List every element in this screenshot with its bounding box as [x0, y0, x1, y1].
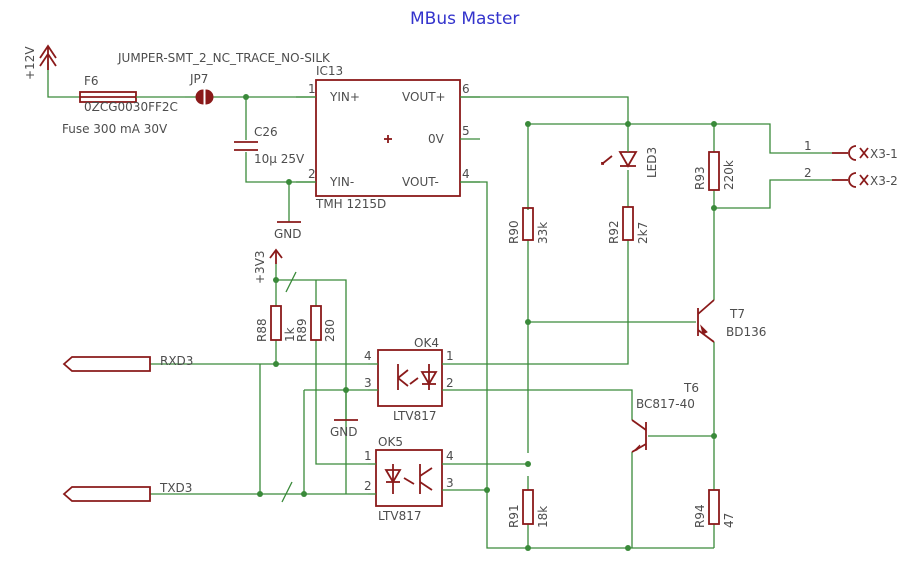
- ok5-pin-4: 4: [446, 449, 454, 463]
- ok5-pin-2: 2: [364, 479, 372, 493]
- optocoupler-ok4: OK4 LTV817 4 3 1 2: [364, 336, 454, 423]
- r89-value: 280: [323, 319, 337, 342]
- gnd-label-ok4: GND: [330, 425, 358, 439]
- t7-value: BD136: [726, 325, 766, 339]
- ic13-pin-yin-plus: YIN+: [329, 90, 360, 104]
- ic13-pin-num-6: 6: [462, 82, 470, 96]
- resistor-r89: R89 280: [295, 305, 337, 342]
- ic13-pin-num-5: 5: [462, 124, 470, 138]
- ic13-value: TMH 1215D: [315, 197, 386, 211]
- ok4-value: LTV817: [393, 409, 436, 423]
- supply-3v3-label: +3V3: [253, 250, 267, 284]
- x3-1-name: X3-1: [870, 147, 898, 161]
- ok5-value: LTV817: [378, 509, 421, 523]
- led3-name: LED3: [645, 147, 659, 178]
- fuse-name: F6: [84, 74, 99, 88]
- r89-name: R89: [295, 318, 309, 342]
- resistor-r91: R91 18k: [507, 489, 550, 528]
- supply-12v-label: +12V: [23, 46, 37, 80]
- connector-x3-2: 2 X3-2: [804, 166, 898, 188]
- capacitor-c26: C26 10µ 25V: [234, 125, 305, 166]
- supply-3v3: +3V3: [253, 248, 283, 284]
- ic13-pin-num-2: 2: [308, 167, 316, 181]
- r91-name: R91: [507, 504, 521, 528]
- ic13-pin-num-4: 4: [462, 167, 470, 181]
- resistor-r92: R92 2k7: [607, 206, 650, 244]
- x3-2-name: X3-2: [870, 174, 898, 188]
- port-rxd3: RXD3: [62, 354, 193, 372]
- r88-name: R88: [255, 318, 269, 342]
- jumper-value: JUMPER-SMT_2_NC_TRACE_NO-SILK: [117, 51, 331, 65]
- diagram-title: MBus Master: [410, 9, 519, 29]
- ok4-pin-1: 1: [446, 349, 454, 363]
- optocoupler-ok5: OK5 LTV817 1 2 4 3: [364, 435, 454, 523]
- txd3-label: TXD3: [159, 481, 192, 495]
- resistor-r94: R94 47: [693, 489, 736, 528]
- ok5-name: OK5: [378, 435, 403, 449]
- transistor-t6: T6 BC817-40: [631, 381, 699, 453]
- ok5-pin-3: 3: [446, 476, 454, 490]
- r90-value: 33k: [536, 222, 550, 244]
- jumper-name: JP7: [189, 72, 208, 86]
- ok4-name: OK4: [414, 336, 439, 350]
- r90-name: R90: [507, 220, 521, 244]
- resistor-r90: R90 33k: [507, 207, 550, 244]
- ic13-pin-vout-plus: VOUT+: [402, 90, 446, 104]
- rxd3-label: RXD3: [160, 354, 193, 368]
- r93-name: R93: [693, 166, 707, 190]
- gnd-label-ic: GND: [274, 227, 302, 241]
- jumper-jp7: JP7 JUMPER-SMT_2_NC_TRACE_NO-SILK: [117, 51, 331, 105]
- ic13-pin-vout-minus: VOUT-: [402, 175, 439, 189]
- ic13-name: IC13: [316, 64, 343, 78]
- x3-1-pin: 1: [804, 139, 812, 153]
- ok4-pin-2: 2: [446, 376, 454, 390]
- fuse-f6: F6 0ZCG0030FF2C Fuse 300 mA 30V: [62, 74, 185, 136]
- r92-value: 2k7: [636, 222, 650, 244]
- t6-value: BC817-40: [636, 397, 695, 411]
- ic13-pin-yin-minus: YIN-: [329, 175, 354, 189]
- resistor-r93: R93 220k: [693, 151, 736, 191]
- gnd-symbol-ic: GND: [274, 221, 302, 241]
- r92-name: R92: [607, 220, 621, 244]
- ok4-pin-4: 4: [364, 349, 372, 363]
- transistor-t7: T7 BD136: [697, 299, 766, 343]
- led3: LED3: [601, 124, 659, 178]
- ok5-pin-1: 1: [364, 449, 372, 463]
- ic13-pin-0v: 0V: [428, 132, 445, 146]
- capacitor-value: 10µ 25V: [254, 152, 305, 166]
- r91-value: 18k: [536, 506, 550, 528]
- gnd-symbol-ok4: GND: [330, 419, 358, 439]
- ic13-pin-num-1: 1: [308, 82, 316, 96]
- connector-x3-1: 1 X3-1: [804, 139, 898, 161]
- capacitor-name: C26: [254, 125, 278, 139]
- t7-name: T7: [729, 307, 745, 321]
- fuse-note: Fuse 300 mA 30V: [62, 122, 168, 136]
- port-txd3: TXD3: [62, 481, 192, 502]
- wires: [47, 62, 832, 549]
- ic13-dcdc: IC13 TMH 1215D YIN+ YIN- VOUT+ 0V VOUT- …: [296, 64, 480, 211]
- r94-value: 47: [722, 513, 736, 528]
- supply-12v: +12V: [23, 44, 57, 80]
- junction-dots: [243, 94, 717, 551]
- fuse-value: 0ZCG0030FF2C: [84, 100, 178, 114]
- r88-value: 1k: [283, 327, 297, 342]
- t6-name: T6: [683, 381, 699, 395]
- r94-name: R94: [693, 504, 707, 528]
- r93-value: 220k: [722, 160, 736, 190]
- x3-2-pin: 2: [804, 166, 812, 180]
- ok4-pin-3: 3: [364, 376, 372, 390]
- resistor-r88: R88 1k: [255, 305, 297, 342]
